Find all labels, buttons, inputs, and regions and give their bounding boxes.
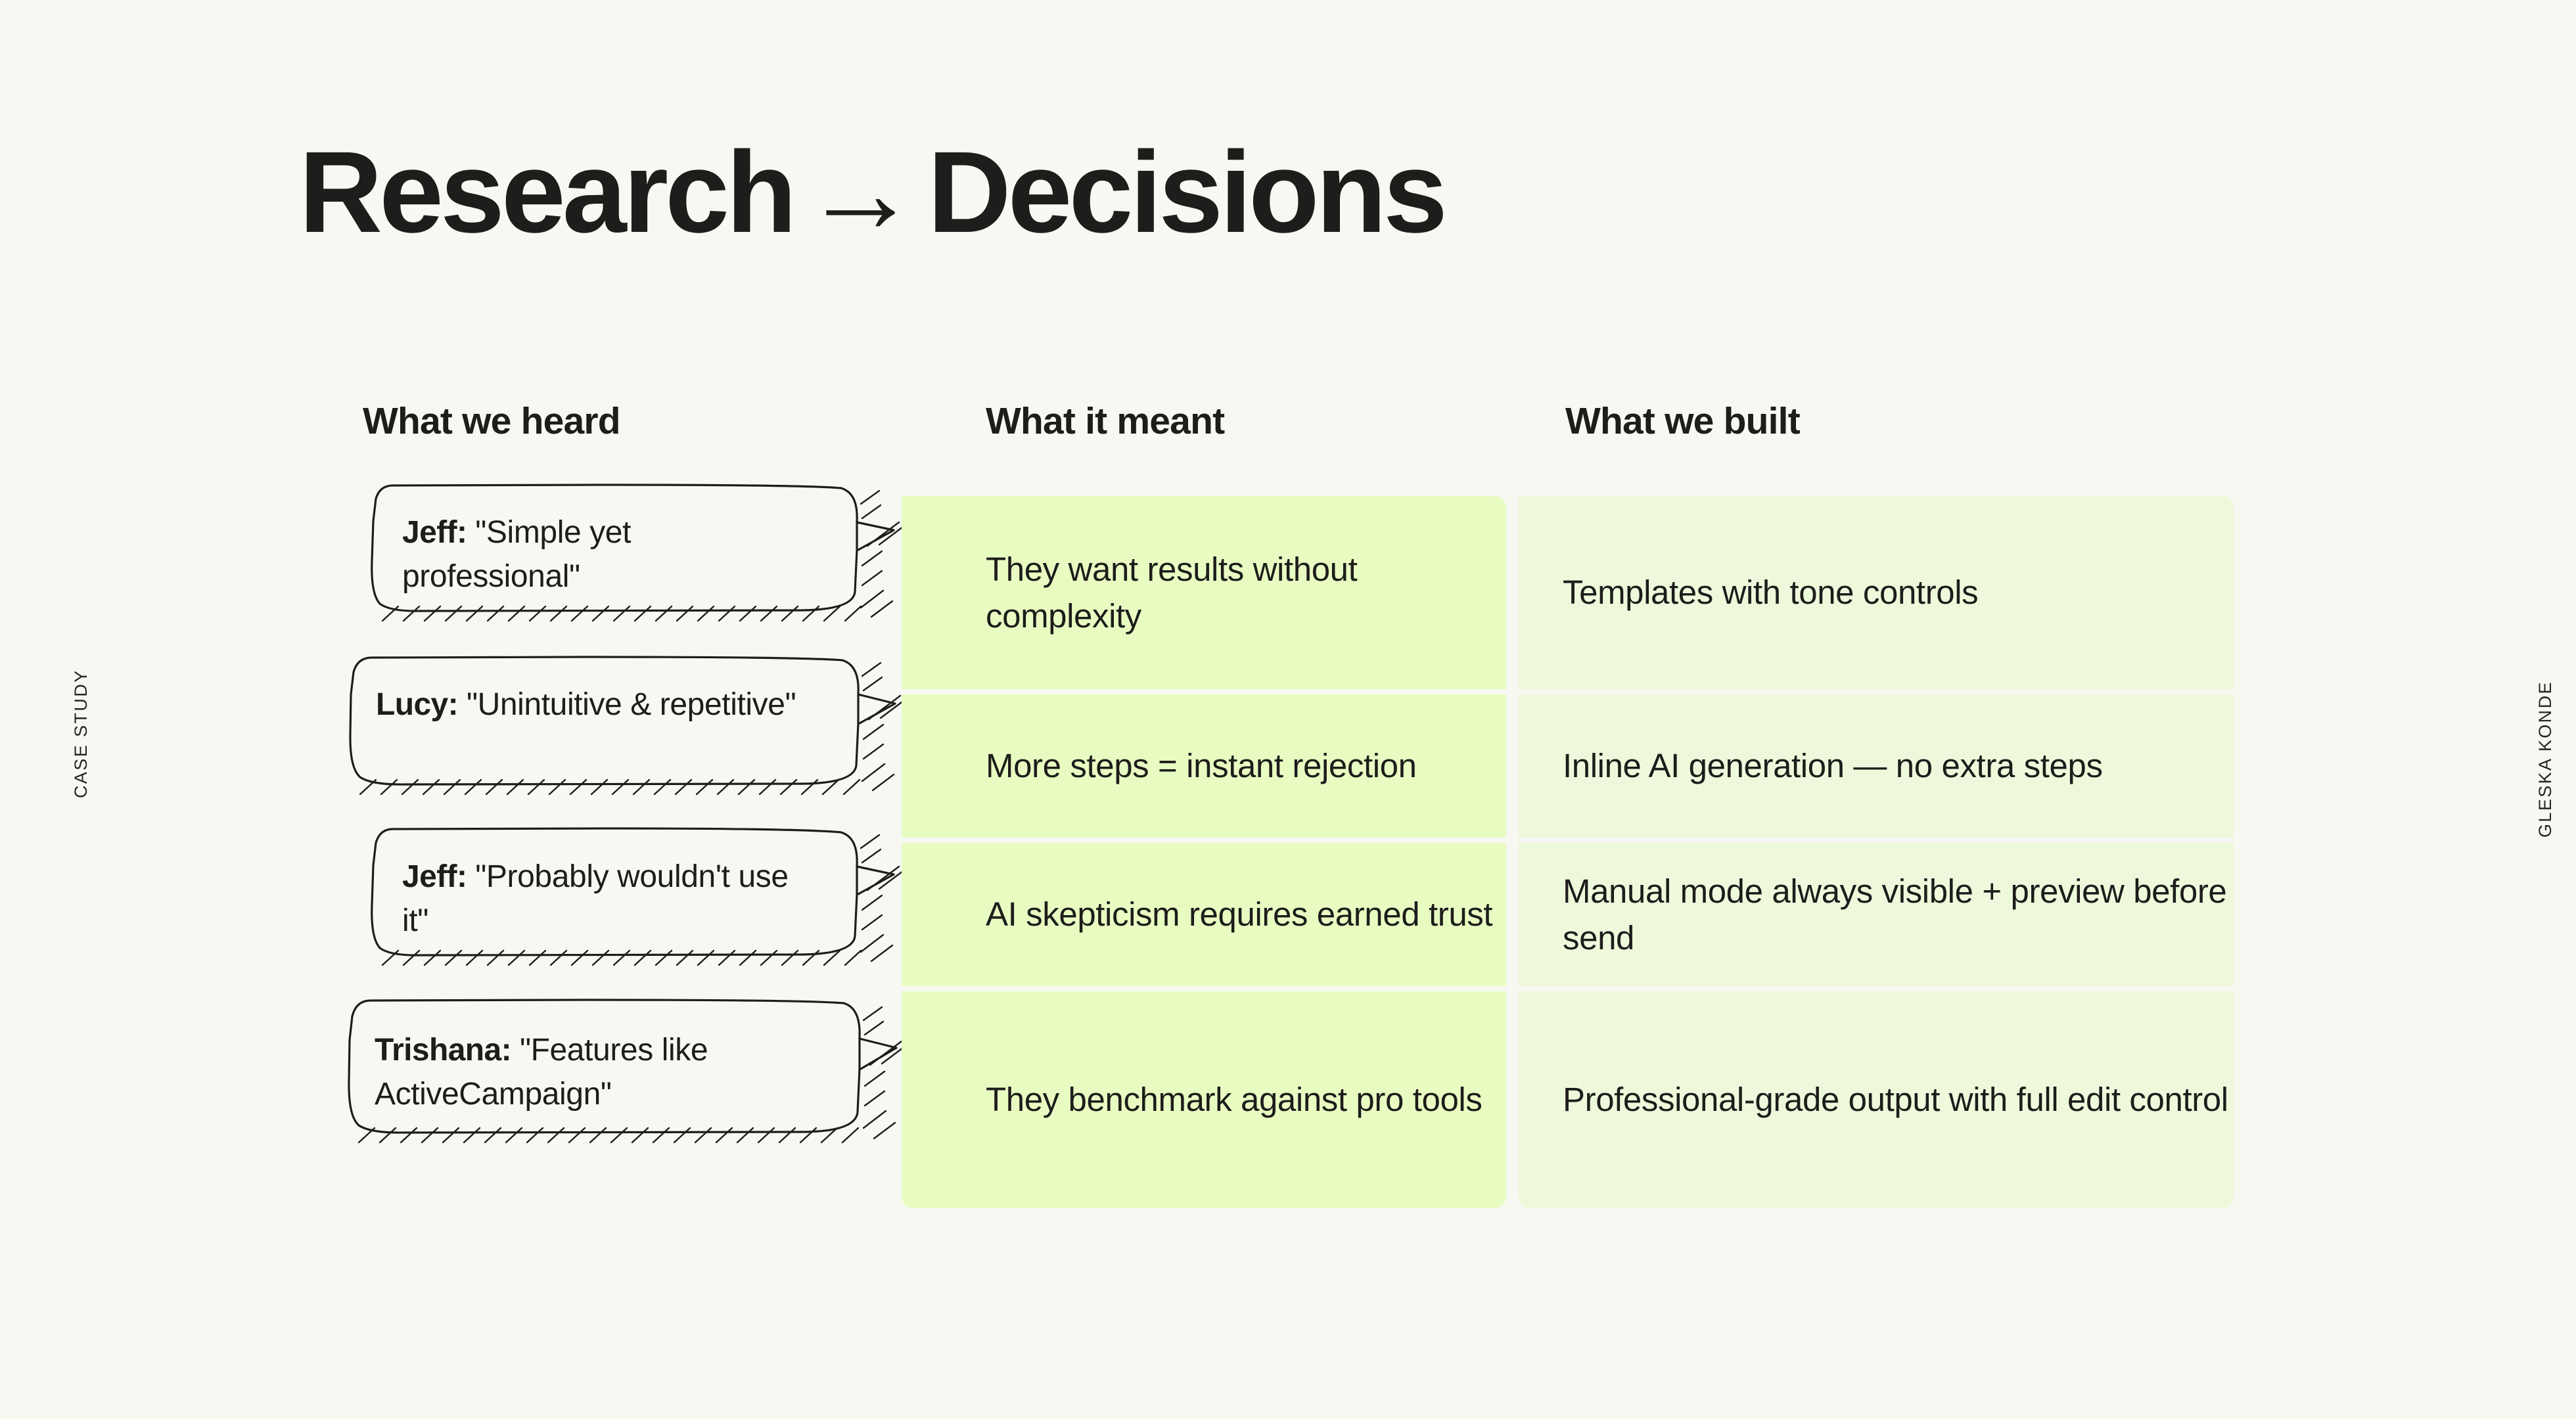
quote-bubble: Jeff: "Simple yet professional" (342, 482, 907, 622)
built-cell: Manual mode always visible + preview bef… (1518, 843, 2234, 986)
column-header-what-it-meant: What it meant (986, 400, 1225, 442)
quote-body: "Simple yet professional" (402, 515, 632, 595)
quote-bubble: Jeff: "Probably wouldn't use it" (342, 824, 907, 966)
built-cell: Professional-grade output with full edit… (1518, 991, 2234, 1208)
page-title-before: Research (299, 128, 797, 257)
built-cell-text: Professional-grade output with full edit… (1563, 1081, 2228, 1119)
quote-body: "Probably wouldn't use it" (402, 859, 789, 939)
arrow-right-icon: → (802, 128, 919, 257)
quote-text: Lucy: "Unintuitive & repetitive" (376, 683, 829, 727)
quote-speaker: Jeff: (402, 859, 467, 894)
side-label-case-study: CASE STUDY (71, 669, 91, 798)
column-header-what-we-heard: What we heard (363, 400, 621, 442)
page-title-after: Decisions (927, 128, 1448, 257)
quote-speaker: Trishana: (375, 1033, 512, 1068)
meant-cell: They benchmark against pro tools (902, 991, 1506, 1208)
built-cell-text: Manual mode always visible + preview bef… (1563, 872, 2227, 957)
quote-body: "Unintuitive & repetitive" (466, 687, 796, 722)
quote-text: Jeff: "Simple yet professional" (402, 510, 810, 598)
built-cell-text: Inline AI generation — no extra steps (1563, 747, 2103, 785)
quote-text: Jeff: "Probably wouldn't use it" (402, 855, 823, 943)
quote-text: Trishana: "Features like ActiveCampaign" (375, 1028, 835, 1116)
meant-cell-text: More steps = instant rejection (986, 747, 1417, 785)
quote-bubble-list: Jeff: "Simple yet professional" (342, 476, 909, 1225)
column-header-what-we-built: What we built (1565, 400, 1801, 442)
meant-cell: They want results without complexity (902, 496, 1506, 689)
meant-cell: More steps = instant rejection (902, 694, 1506, 838)
built-cell-text: Templates with tone controls (1563, 574, 1979, 612)
quote-bubble: Lucy: "Unintuitive & repetitive" (342, 652, 908, 796)
meant-cell-text: They benchmark against pro tools (986, 1081, 1483, 1119)
quote-speaker: Jeff: (402, 515, 467, 550)
meant-cell-text: AI skepticism requires earned trust (986, 895, 1493, 934)
built-cell: Templates with tone controls (1518, 496, 2234, 689)
side-label-brand: GLESKA KONDE (2535, 681, 2555, 838)
page-title: Research→Decisions (299, 135, 1448, 250)
quote-speaker: Lucy: (376, 687, 459, 722)
built-cell: Inline AI generation — no extra steps (1518, 694, 2234, 838)
quote-bubble: Trishana: "Features like ActiveCampaign" (342, 995, 909, 1144)
meant-cell: AI skepticism requires earned trust (902, 843, 1506, 986)
meant-cell-text: They want results without complexity (986, 550, 1358, 635)
quote-body: "Features like ActiveCampaign" (375, 1033, 708, 1112)
